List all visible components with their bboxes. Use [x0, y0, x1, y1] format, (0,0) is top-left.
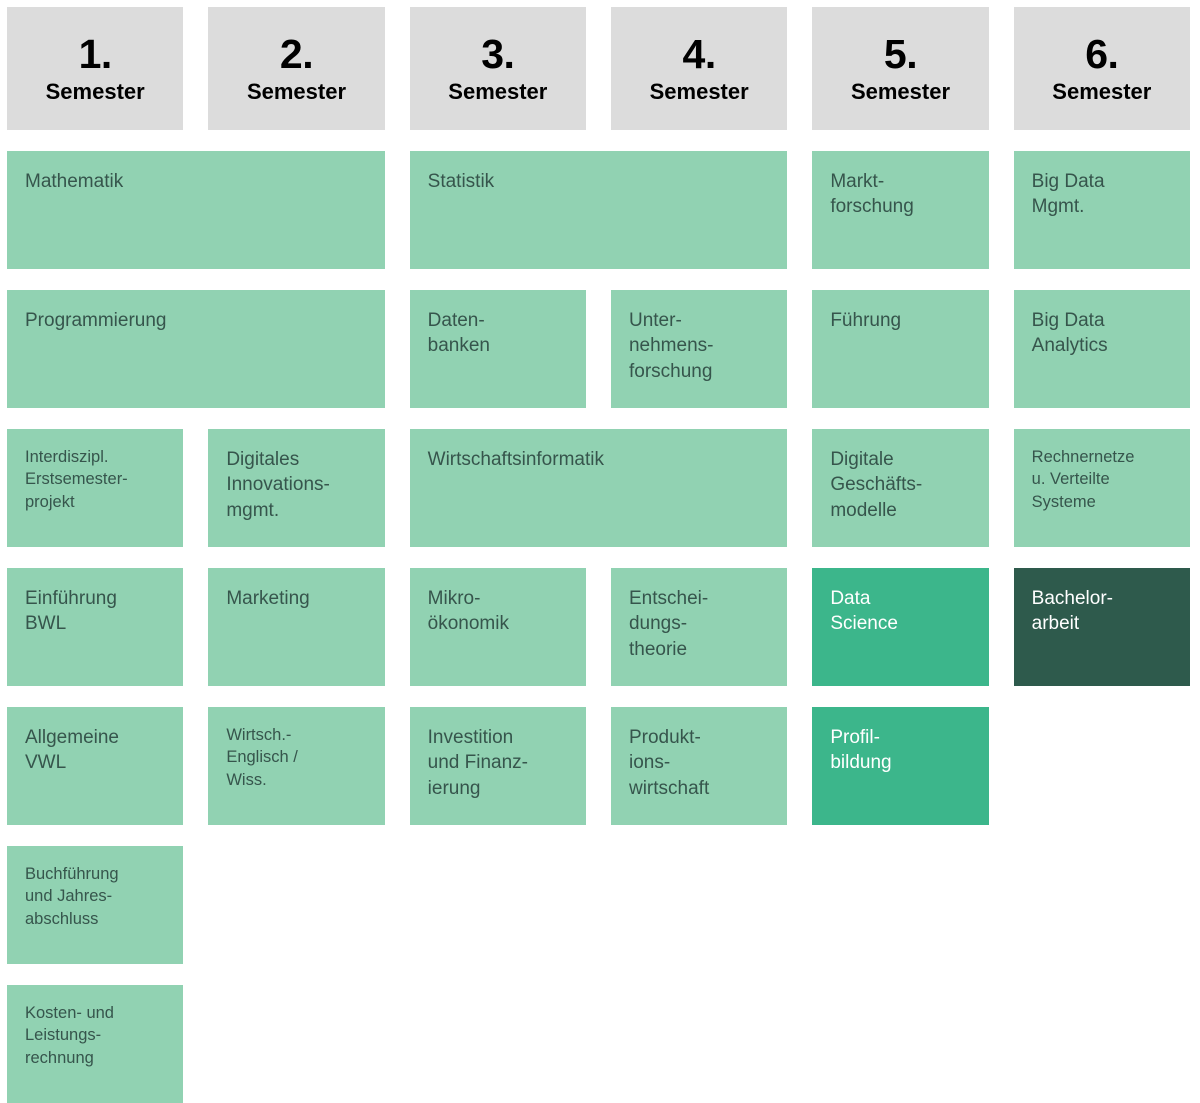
semester-label-2: Semester — [246, 79, 347, 105]
module-slot-empty — [812, 985, 988, 1103]
module-card[interactable]: Buchführung und Jahres- abschluss — [7, 846, 184, 964]
module-card[interactable]: Unter- nehmens- forschung — [610, 290, 788, 408]
module-card[interactable]: Investition und Finanz- ierung — [409, 707, 586, 825]
module-card-bachelorarbeit[interactable]: Bachelor- arbeit — [1013, 568, 1190, 686]
module-card[interactable]: Markt- forschung — [812, 151, 989, 269]
module-card[interactable]: Statistik — [409, 151, 788, 269]
semester-label-4: Semester — [649, 79, 749, 105]
module-card[interactable]: Digitale Geschäfts- modelle — [812, 429, 989, 547]
semester-number-4: 4. — [682, 31, 717, 78]
module-card[interactable]: Digitales Innovations- mgmt. — [208, 429, 385, 547]
module-card[interactable]: Daten- banken — [409, 290, 586, 408]
module-card[interactable]: Interdiszipl. Erstsemester- projekt — [7, 429, 184, 547]
module-slot-empty — [611, 985, 787, 1103]
module-card[interactable]: Marketing — [208, 568, 385, 686]
semester-header-1: 1. Semester — [7, 7, 184, 130]
module-card[interactable]: Führung — [812, 290, 989, 408]
semester-header-6: 6. Semester — [1013, 7, 1190, 130]
semester-label-6: Semester — [1052, 79, 1152, 105]
module-slot-empty — [812, 846, 988, 964]
module-card-data-science[interactable]: Data Science — [812, 568, 989, 686]
semester-header-4: 4. Semester — [610, 7, 788, 130]
module-card[interactable]: Produkt- ions- wirtschaft — [610, 707, 788, 825]
module-card[interactable]: Einführung BWL — [7, 568, 184, 686]
module-slot-empty — [208, 985, 384, 1103]
semester-number-3: 3. — [481, 31, 515, 78]
semester-header-row: 1. Semester 2. Semester 3. Semester 4. S… — [7, 7, 1190, 130]
module-card[interactable]: Wirtsch.- Englisch / Wiss. — [208, 707, 385, 825]
module-card-profilbildung[interactable]: Profil- bildung — [812, 707, 989, 825]
module-slot-empty — [1014, 846, 1190, 964]
module-card[interactable]: Big Data Mgmt. — [1013, 151, 1190, 269]
module-card[interactable]: Kosten- und Leistungs- rechnung — [7, 985, 184, 1103]
module-grid: Mathematik Statistik Markt- forschung Bi… — [7, 151, 1190, 1103]
module-card[interactable]: Mathematik — [7, 151, 385, 269]
module-slot-empty — [410, 985, 586, 1103]
module-card[interactable]: Mikro- ökonomik — [409, 568, 586, 686]
module-card[interactable]: Allgemeine VWL — [7, 707, 184, 825]
semester-header-3: 3. Semester — [409, 7, 586, 130]
module-slot-empty — [1014, 985, 1190, 1103]
semester-number-1: 1. — [78, 31, 113, 78]
semester-label-1: Semester — [45, 79, 145, 105]
module-slot-empty — [410, 846, 586, 964]
semester-number-6: 6. — [1085, 31, 1119, 78]
module-slot-empty — [208, 846, 384, 964]
module-card[interactable]: Wirtschaftsinformatik — [409, 429, 788, 547]
module-card[interactable]: Rechnernetze u. Verteilte Systeme — [1013, 429, 1190, 547]
module-card[interactable]: Programmierung — [7, 290, 385, 408]
module-slot-empty — [1014, 707, 1190, 825]
semester-header-5: 5. Semester — [812, 7, 989, 130]
semester-label-3: Semester — [448, 79, 548, 105]
module-card[interactable]: Entschei- dungs- theorie — [610, 568, 788, 686]
semester-number-5: 5. — [883, 31, 918, 78]
semester-number-2: 2. — [279, 31, 314, 78]
semester-label-5: Semester — [850, 79, 951, 105]
module-card[interactable]: Big Data Analytics — [1013, 290, 1190, 408]
module-slot-empty — [611, 846, 787, 964]
semester-header-2: 2. Semester — [208, 7, 385, 130]
